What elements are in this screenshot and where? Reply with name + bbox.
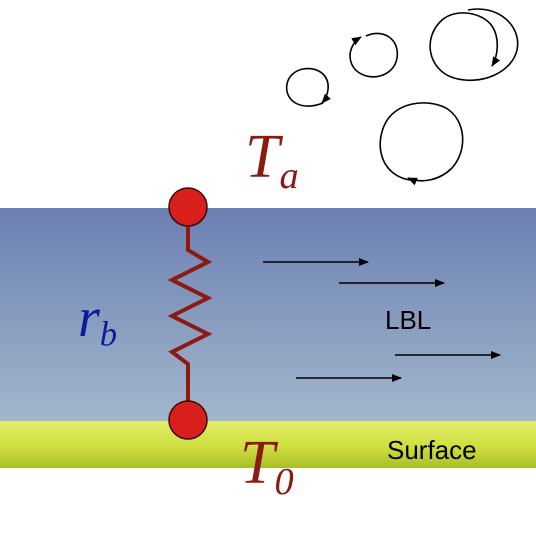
surface-temperature-label: T0 — [240, 429, 294, 503]
eddy-arrow-icon — [285, 67, 331, 107]
resistance-label: rb — [78, 287, 118, 354]
eddy-arrow-icon — [349, 32, 399, 78]
surface-band — [0, 421, 536, 468]
air-temperature-label: Ta — [245, 123, 299, 197]
air-node-icon — [168, 187, 208, 227]
eddy-arrow-icon — [379, 102, 464, 186]
eddy-arrow-icon — [429, 8, 519, 82]
surface-node-icon — [168, 400, 208, 440]
layer-label: LBL — [385, 305, 432, 335]
laminar-boundary-layer — [0, 208, 536, 421]
surface-label: Surface — [387, 435, 477, 465]
resistor-zigzag-icon — [167, 207, 213, 420]
